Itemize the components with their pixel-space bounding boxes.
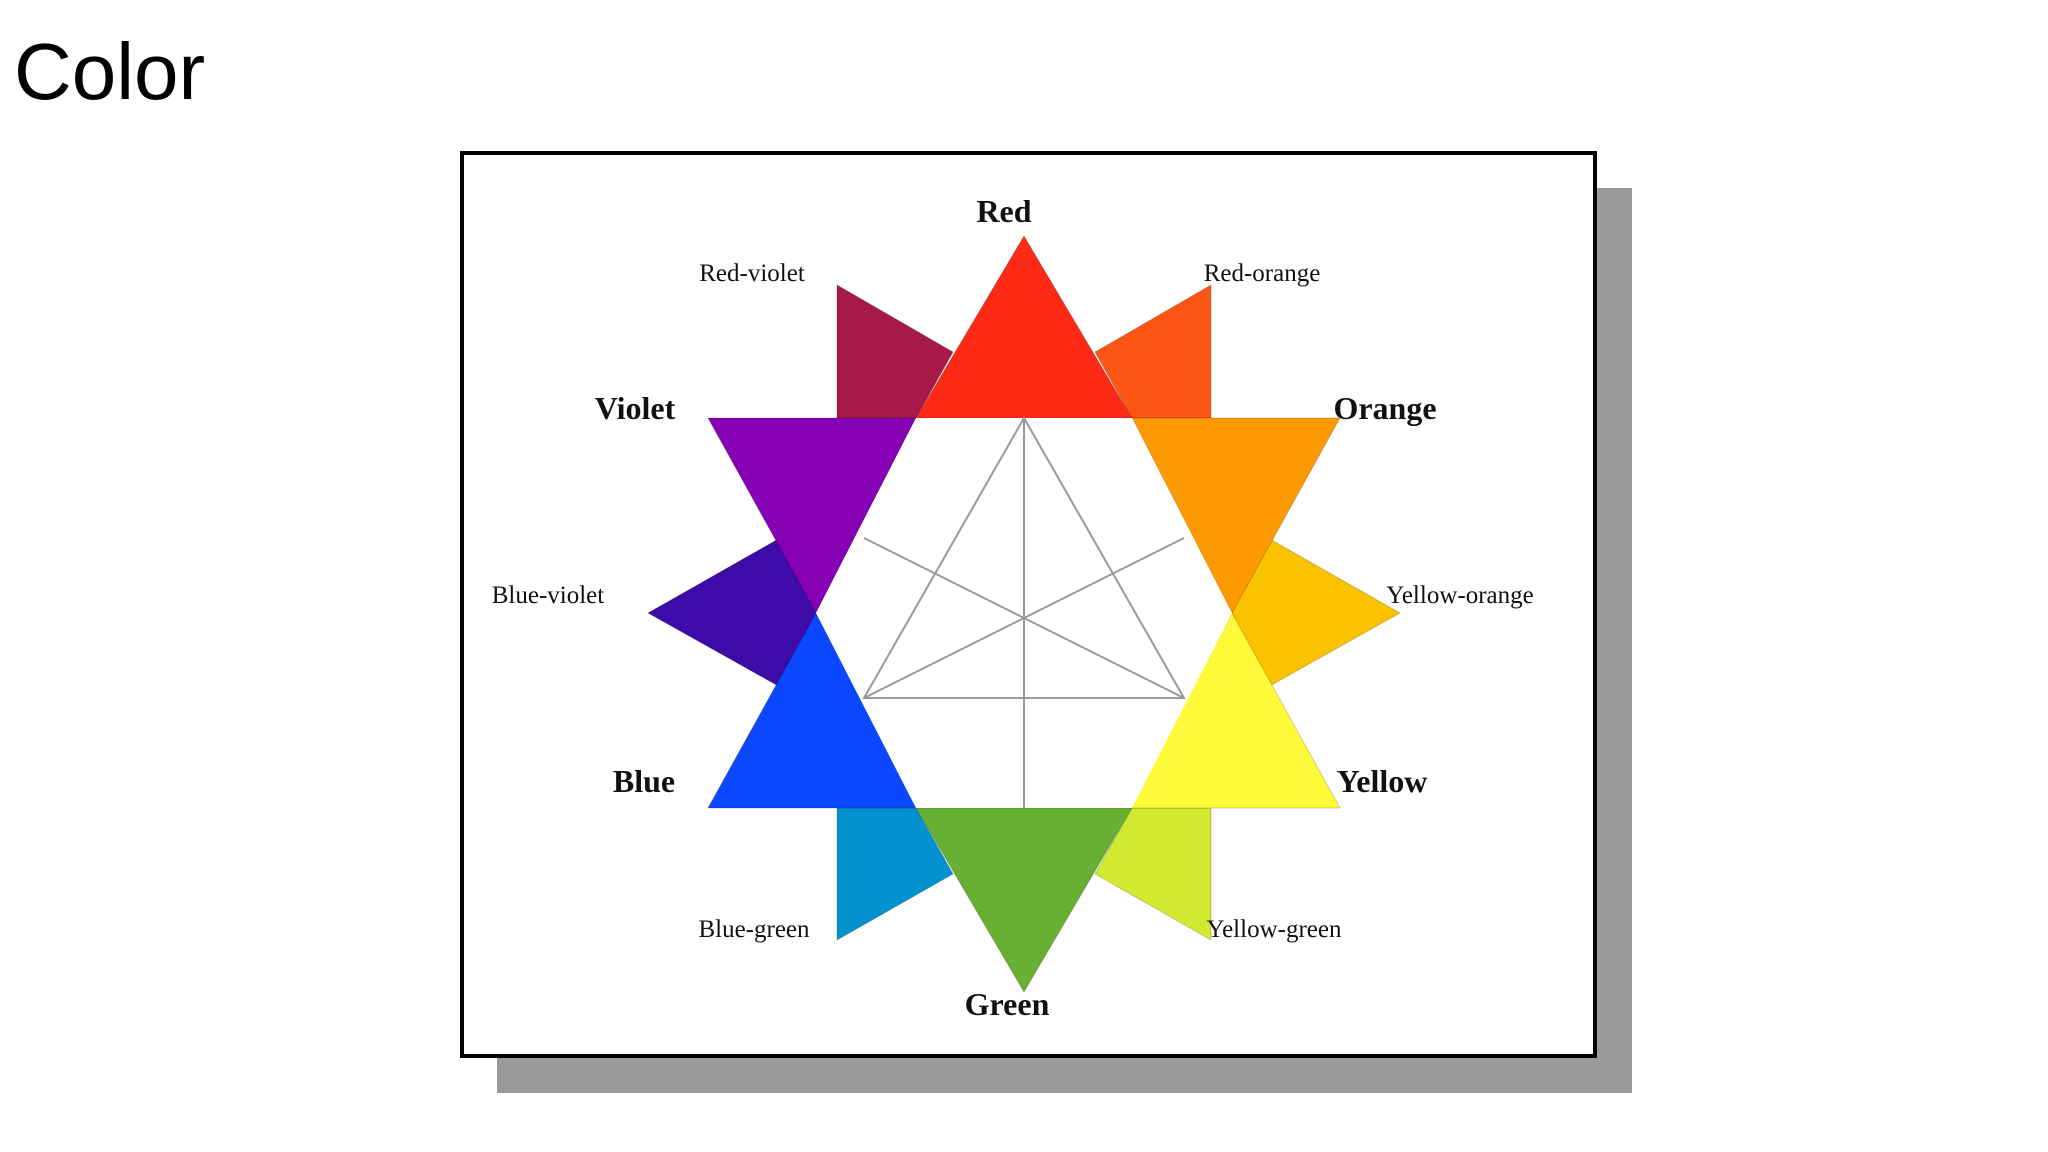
- label-blue: Blue: [613, 763, 675, 799]
- label-blue-violet: Blue-violet: [492, 582, 605, 609]
- color-wheel-figure: Red Red-violet Red-orange Violet Orange …: [460, 151, 1597, 1058]
- label-yellow-orange: Yellow-orange: [1386, 582, 1533, 609]
- slide-title: Color: [14, 27, 206, 116]
- triangle-red: [915, 235, 1133, 419]
- label-red-orange: Red-orange: [1204, 260, 1321, 287]
- guide-lines: [862, 415, 1186, 808]
- label-blue-green: Blue-green: [698, 916, 810, 943]
- label-red: Red: [976, 193, 1031, 229]
- label-orange: Orange: [1333, 390, 1436, 426]
- label-violet: Violet: [595, 390, 676, 426]
- triangle-green: [915, 807, 1133, 993]
- label-red-violet: Red-violet: [699, 260, 805, 287]
- label-yellow-green: Yellow-green: [1207, 916, 1342, 943]
- label-green: Green: [965, 986, 1050, 1022]
- label-yellow: Yellow: [1337, 763, 1428, 799]
- color-wheel-diagram: Red Red-violet Red-orange Violet Orange …: [492, 193, 1534, 1022]
